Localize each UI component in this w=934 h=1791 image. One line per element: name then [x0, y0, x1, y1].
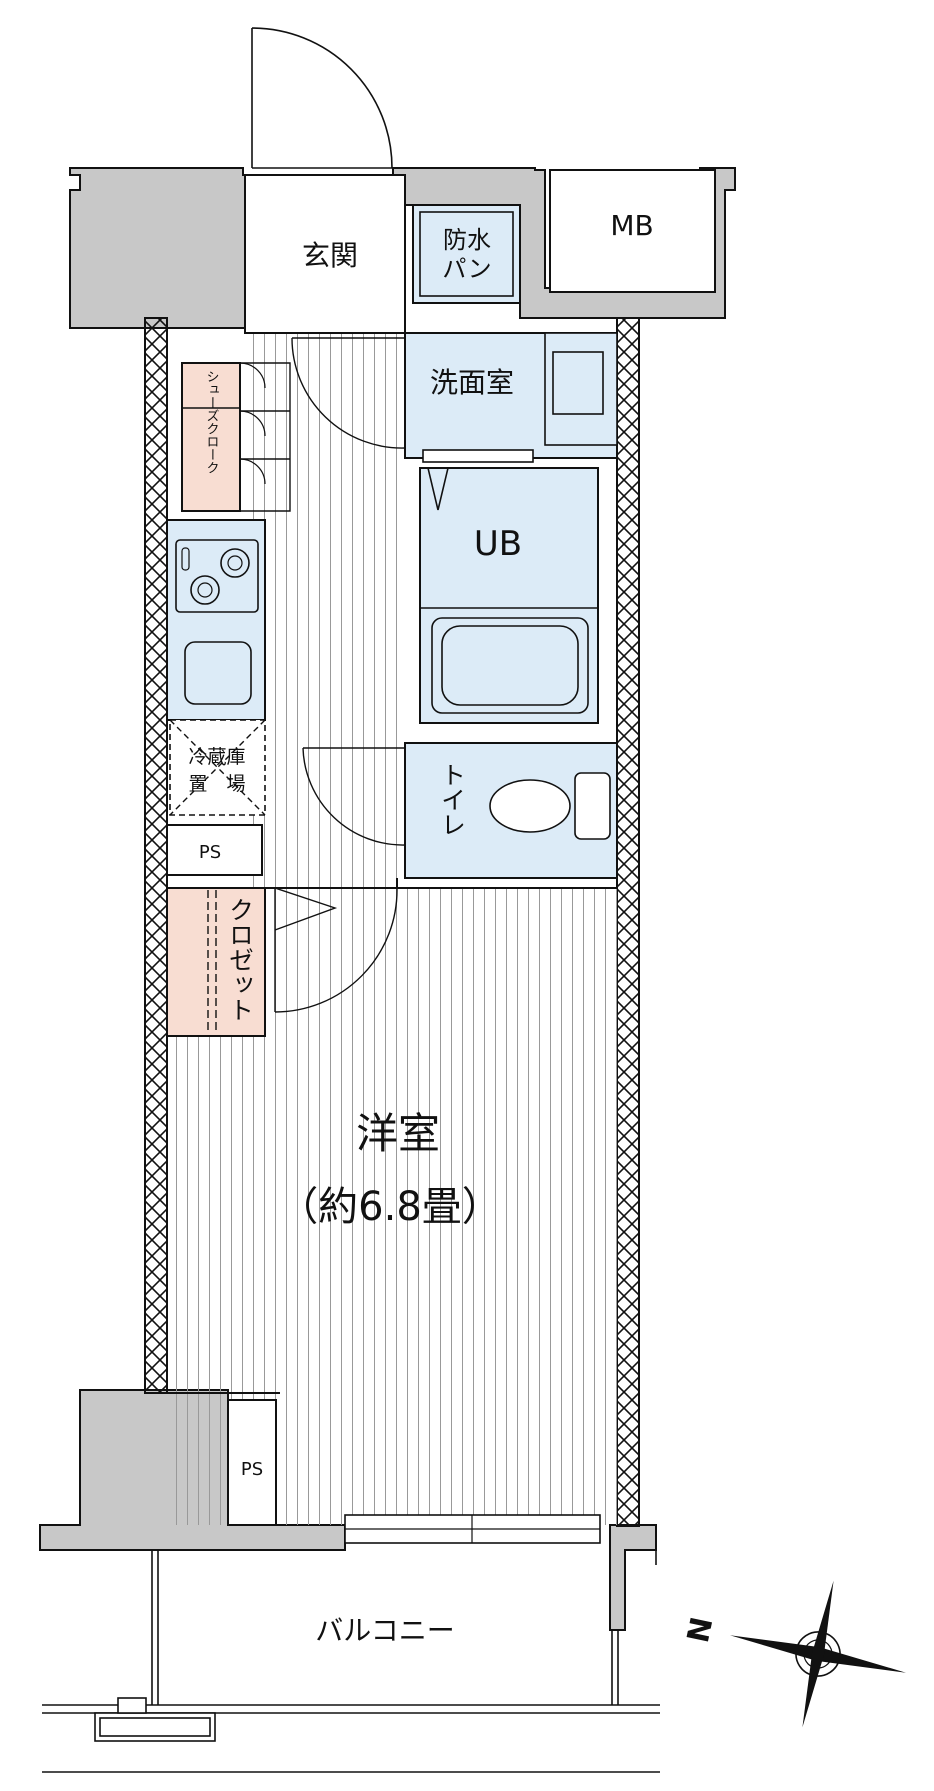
ps-lower-label: PS [241, 1459, 263, 1480]
ps-lower-area [227, 1399, 277, 1526]
youshitsu-size-label: （約6.8畳） [278, 1184, 502, 1230]
toilet-label: トイレ [438, 762, 467, 837]
entry-door-swing [251, 27, 393, 169]
bousui-pan-area [412, 204, 521, 304]
left-wall-hatch [144, 317, 168, 1394]
ub-area [419, 467, 599, 724]
ps-upper-label: PS [199, 842, 221, 863]
closet-label: クロゼット [226, 897, 255, 1022]
shoes-closet-label: シューズクローク [204, 370, 219, 474]
kitchen-counter [166, 519, 266, 721]
reizoko-label-1: 冷蔵庫 [188, 746, 245, 768]
sink-icon [184, 641, 252, 705]
ps-upper-area [166, 824, 263, 876]
balcony-label: バルコニー [315, 1614, 454, 1647]
genkan-area [244, 174, 406, 334]
bathtub-icon [431, 617, 589, 714]
youshitsu-label: 洋室 [356, 1109, 440, 1158]
senmenjo-label: 洗面室 [430, 366, 514, 399]
mb-area [549, 169, 716, 293]
ub-label: UB [474, 524, 522, 564]
shoes-closet-area [181, 362, 241, 512]
toilet-icon [489, 779, 571, 833]
bousui-pan-label-2: パン [442, 255, 491, 283]
mb-label: MB [610, 209, 653, 242]
room-door-swing [274, 887, 398, 1013]
room-labels: 玄関 防水 パン MB 洗面室 UB シューズクローク 冷蔵庫 置 場 PS ク… [188, 209, 720, 1647]
genkan-label: 玄関 [302, 239, 358, 272]
hall-door-swing [291, 337, 406, 449]
compass-rose-icon [729, 1580, 907, 1728]
washbasin-icon [544, 332, 618, 446]
hallway-flooring [245, 333, 405, 888]
bousui-pan-label-1: 防水 [443, 226, 491, 254]
balcony-area [42, 1550, 660, 1773]
compass-n-label: N [681, 1614, 720, 1646]
stove-burner-icon [175, 539, 259, 613]
reizoko-label-2: 置 場 [188, 773, 245, 795]
right-wall-hatch [616, 317, 640, 1527]
